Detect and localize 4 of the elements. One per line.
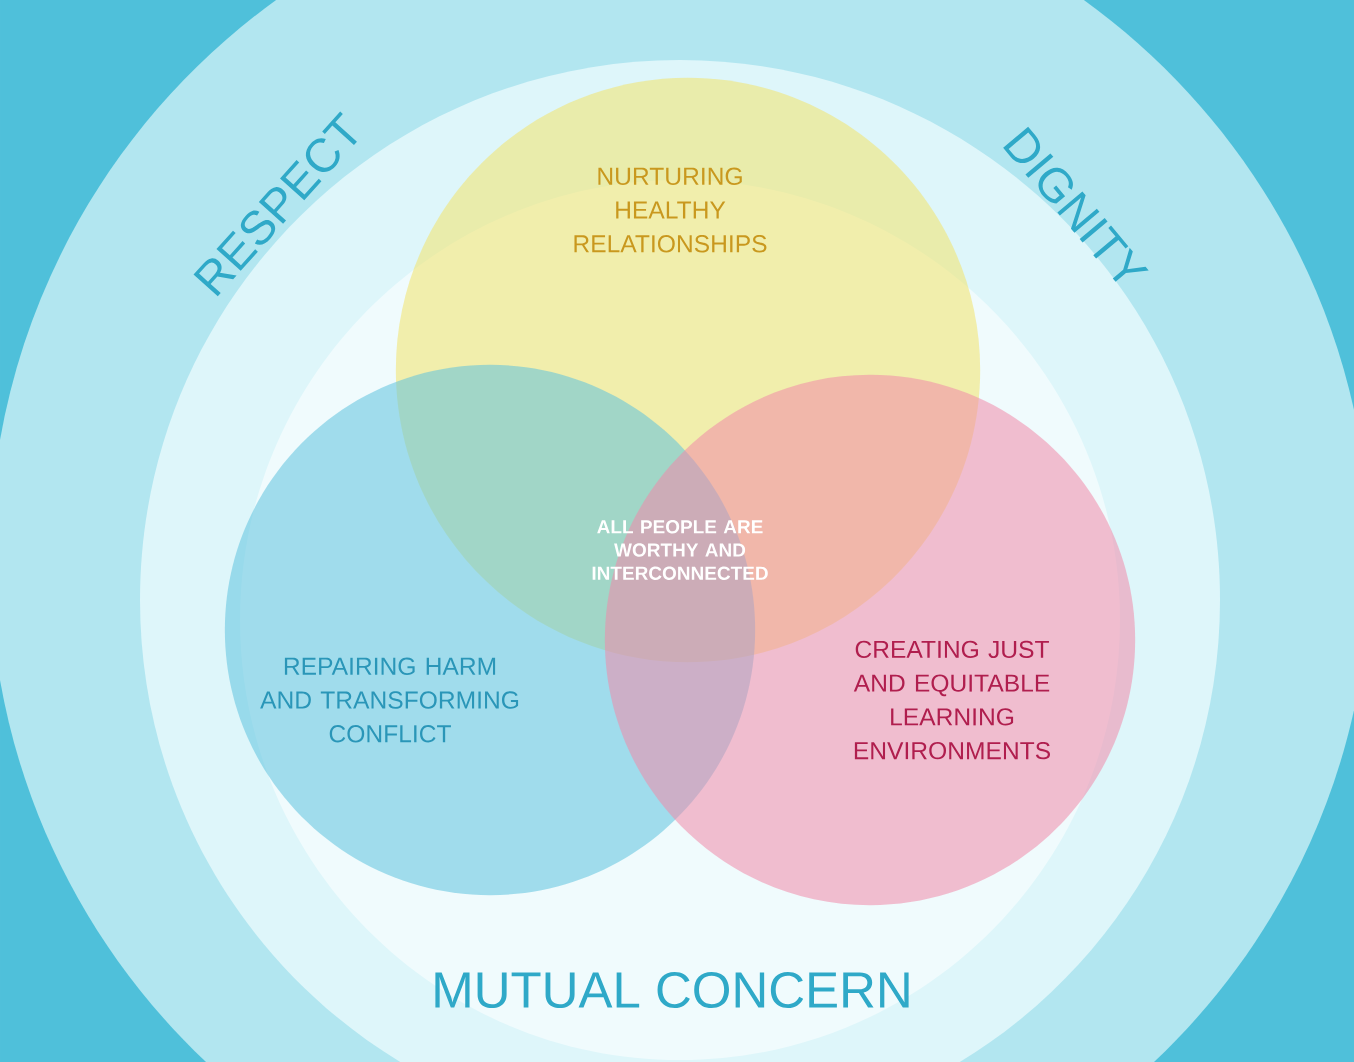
circle-label: REPAIRING HARM AND TRANSFORMING CONFLICT: [260, 657, 519, 743]
circle-label: CREATING JUST AND EQUITABLE LEARNING ENVIRONMENTS: [853, 640, 1050, 760]
center-label: ALL PEOPLE ARE WORTHY AND INTERCONNECTED: [592, 520, 768, 580]
circle-label: NURTURING HEALTHY RELATIONSHIPS: [574, 167, 767, 253]
